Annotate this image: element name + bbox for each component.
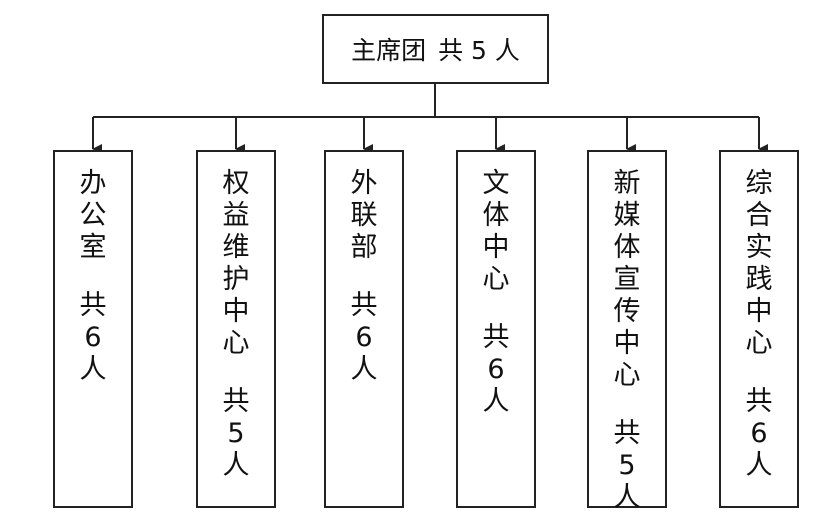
dept-name-char: 室: [79, 232, 107, 263]
dept-name: 权益维护中心: [216, 168, 256, 360]
dept-count: 共 5 人: [216, 386, 256, 482]
dept-name-char: 媒: [613, 200, 641, 231]
dept-name: 文体中心: [476, 168, 516, 296]
dept-name-char: 心: [745, 328, 773, 359]
dept-count-unit: 人: [613, 482, 641, 513]
dept-count-unit: 人: [350, 354, 378, 385]
dept-name-char: 体: [482, 200, 510, 231]
dept-node: 权益维护中心 共 5 人: [196, 150, 276, 508]
dept-count-value: 5: [227, 418, 245, 449]
dept-name: 办公室: [73, 168, 113, 264]
dept-count-label: 共: [79, 290, 107, 321]
dept-count: 共 6 人: [739, 386, 779, 482]
dept-count-label: 共: [482, 322, 510, 353]
dept-name: 综合实践中心: [739, 168, 779, 360]
dept-count-value: 6: [355, 322, 373, 353]
dept-count-value: 5: [618, 450, 636, 481]
dept-count: 共 5 人: [607, 418, 647, 514]
dept-name-char: 权: [222, 168, 250, 199]
dept-name-char: 新: [613, 168, 641, 199]
dept-count-label: 共: [613, 418, 641, 449]
dept-count-value: 6: [84, 322, 102, 353]
dept-name: 新媒体宣传中心: [607, 168, 647, 392]
dept-node: 新媒体宣传中心 共 5 人: [587, 150, 667, 513]
dept-node: 文体中心 共 6 人: [456, 150, 536, 508]
dept-name-char: 实: [745, 232, 773, 263]
dept-count-unit: 人: [79, 354, 107, 385]
dept-name-char: 部: [350, 232, 378, 263]
dept-name-char: 文: [482, 168, 510, 199]
dept-count-value: 6: [487, 354, 505, 385]
dept-name-char: 外: [350, 168, 378, 199]
dept-name-char: 中: [745, 296, 773, 327]
dept-name-char: 传: [613, 296, 641, 327]
dept-count: 共 6 人: [73, 290, 113, 386]
dept-name-char: 公: [79, 200, 107, 231]
dept-count-value: 6: [750, 418, 768, 449]
dept-node: 综合实践中心 共 6 人: [719, 150, 799, 508]
dept-name-char: 合: [745, 200, 773, 231]
dept-count-unit: 人: [222, 450, 250, 481]
dept-name-char: 心: [482, 264, 510, 295]
dept-name-char: 践: [745, 264, 773, 295]
dept-name-char: 心: [222, 328, 250, 359]
root-node-presidium: 主席团共 5 人: [322, 14, 549, 84]
dept-count-label: 共: [350, 290, 378, 321]
dept-name-char: 中: [613, 328, 641, 359]
dept-name-char: 中: [482, 232, 510, 263]
dept-count-unit: 人: [745, 450, 773, 481]
dept-name-char: 维: [222, 232, 250, 263]
dept-node: 外联部 共 6 人: [324, 150, 404, 508]
dept-count-unit: 人: [482, 386, 510, 417]
dept-count: 共 6 人: [344, 290, 384, 386]
dept-name-char: 综: [745, 168, 773, 199]
dept-count: 共 6 人: [476, 322, 516, 418]
dept-name-char: 益: [222, 200, 250, 231]
dept-count-label: 共: [745, 386, 773, 417]
dept-name-char: 中: [222, 296, 250, 327]
dept-name-char: 办: [79, 168, 107, 199]
dept-name: 外联部: [344, 168, 384, 264]
dept-name-char: 护: [222, 264, 250, 295]
dept-name-char: 体: [613, 232, 641, 263]
dept-name-char: 心: [613, 360, 641, 391]
root-node-count: 共 5 人: [438, 36, 520, 65]
dept-name-char: 宣: [613, 264, 641, 295]
root-node-name: 主席团: [351, 36, 427, 65]
dept-name-char: 联: [350, 200, 378, 231]
dept-count-label: 共: [222, 386, 250, 417]
dept-node: 办公室 共 6 人: [53, 150, 133, 508]
